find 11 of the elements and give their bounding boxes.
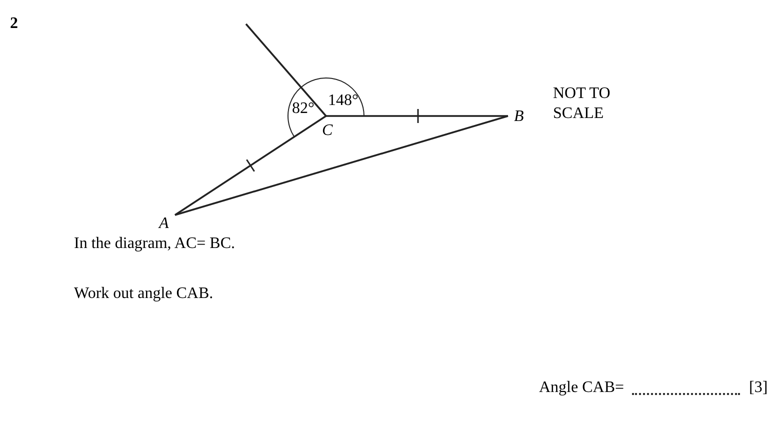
scale-note: NOT TO SCALE — [553, 84, 612, 124]
marks-label: [3] — [749, 378, 768, 398]
question-text: Work out angle CAB. — [74, 284, 214, 304]
angle-label: 82° — [292, 99, 314, 119]
point-label: A — [159, 214, 169, 234]
question-text: In the diagram, AC= BC. — [74, 234, 236, 254]
point-label: C — [322, 121, 333, 141]
question-number: 2 — [10, 14, 18, 34]
angle-label: 148° — [328, 91, 358, 111]
answer-prompt: Angle CAB= — [539, 378, 624, 398]
point-label: B — [514, 107, 524, 127]
